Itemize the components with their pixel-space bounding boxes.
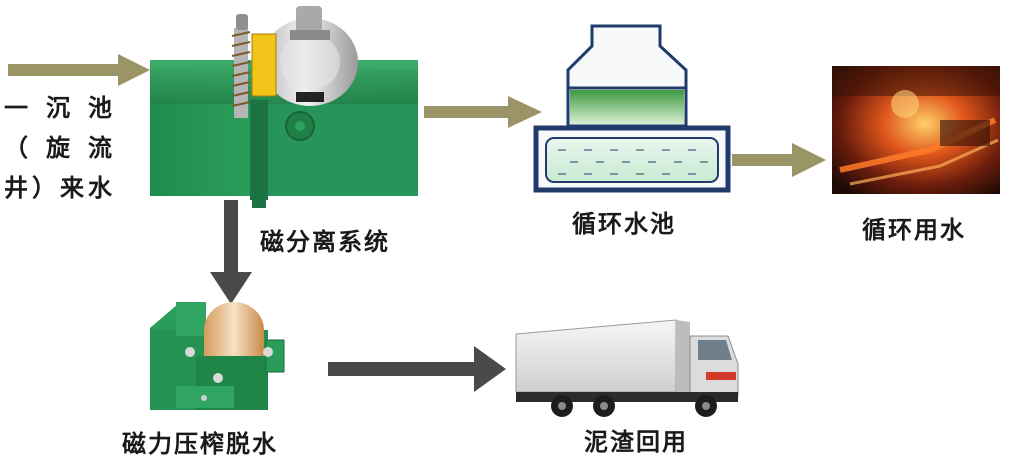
press-dewatering-equipment (150, 302, 285, 410)
inlet-label: 一沉池 （旋流 井）来水 (4, 88, 134, 208)
inlet-label-line: 井）来水 (4, 174, 116, 202)
label-sludge-reuse: 泥渣回用 (584, 428, 688, 456)
inlet-label-line: （旋流 (4, 134, 130, 162)
label-magnetic-separation: 磁分离系统 (260, 228, 390, 256)
magnetic-separation-equipment (150, 6, 418, 208)
circulating-pool-tank (533, 24, 731, 193)
truck-icon (515, 319, 739, 417)
arrow-to-sludge-reuse (328, 346, 506, 392)
arrow-to-circulating-pool (424, 96, 542, 128)
inlet-arrow (8, 54, 150, 86)
label-press-dewatering: 磁力压榨脱水 (122, 430, 278, 458)
steel-mill-photo (832, 66, 1000, 194)
inlet-label-line: 一沉池 (4, 94, 130, 122)
arrow-to-press-dewatering (210, 200, 252, 304)
label-circulating-use: 循环用水 (862, 216, 966, 244)
arrow-to-circulating-use (732, 143, 826, 177)
label-circulating-pool: 循环水池 (572, 210, 676, 238)
